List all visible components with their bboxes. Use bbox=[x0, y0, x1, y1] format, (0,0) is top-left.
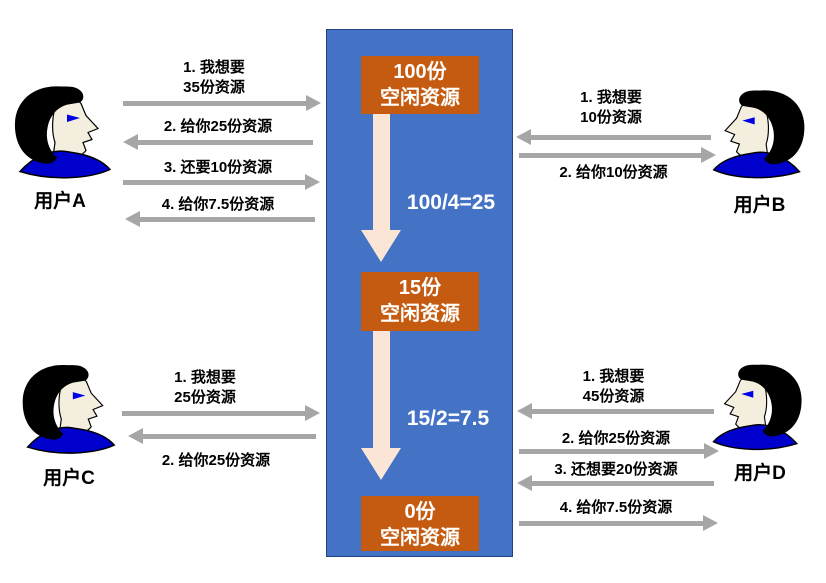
flow-down-arrow-2 bbox=[373, 331, 390, 448]
stage-amount: 100份 bbox=[393, 61, 447, 83]
msg-b1-label: 1. 我想要 10份资源 bbox=[580, 89, 642, 126]
allocation-formula-1: 100/4=25 bbox=[406, 191, 496, 214]
stage-caption: 空闲资源 bbox=[380, 87, 460, 109]
allocation-formula-2: 15/2=7.5 bbox=[406, 407, 490, 430]
msg-d3-arrow-to-center bbox=[517, 475, 714, 491]
stage-amount: 0份 bbox=[404, 501, 436, 523]
stage-caption: 空闲资源 bbox=[380, 303, 460, 325]
msg-a4-label: 4. 给你7.5份资源 bbox=[161, 196, 275, 213]
user-d-avatar bbox=[712, 363, 803, 451]
msg-d1-arrow-to-center bbox=[517, 403, 714, 419]
user-a-name: 用户A bbox=[34, 191, 86, 212]
msg-d4-arrow-to-user bbox=[519, 515, 718, 531]
msg-a4-arrow-to-user bbox=[125, 211, 315, 227]
stage-15-free-resources: 15份 空闲资源 bbox=[361, 272, 479, 331]
user-d-name: 用户D bbox=[734, 463, 786, 484]
msg-b1-arrow-to-center bbox=[516, 129, 711, 145]
user-b-name: 用户B bbox=[733, 195, 786, 216]
msg-d1-label: 1. 我想要 45份资源 bbox=[582, 368, 645, 405]
flow-down-arrowhead-1 bbox=[361, 230, 401, 262]
msg-d2-label: 2. 给你25份资源 bbox=[561, 430, 671, 447]
user-c-name: 用户C bbox=[43, 468, 95, 489]
user-b-avatar bbox=[712, 89, 806, 179]
msg-a3-label: 3. 还要10份资源 bbox=[163, 159, 273, 176]
msg-d4-label: 4. 给你7.5份资源 bbox=[559, 499, 673, 516]
flow-down-arrowhead-2 bbox=[361, 448, 401, 480]
msg-a2-label: 2. 给你25份资源 bbox=[163, 118, 273, 135]
flow-down-arrow-1 bbox=[373, 114, 390, 230]
msg-d3-label: 3. 还想要20份资源 bbox=[554, 461, 678, 478]
msg-a1-arrow-to-center bbox=[123, 95, 321, 111]
stage-100-free-resources: 100份 空闲资源 bbox=[361, 56, 479, 114]
msg-b2-arrow-to-user bbox=[519, 147, 716, 163]
msg-c2-label: 2. 给你25份资源 bbox=[161, 452, 271, 469]
user-a-avatar bbox=[14, 85, 111, 179]
msg-c2-arrow-to-user bbox=[128, 428, 316, 444]
msg-c1-arrow-to-center bbox=[122, 405, 320, 421]
user-c-avatar bbox=[21, 364, 116, 454]
msg-a3-arrow-to-center bbox=[123, 174, 320, 190]
stage-caption: 空闲资源 bbox=[380, 527, 460, 549]
msg-d2-arrow-to-user bbox=[519, 443, 719, 459]
msg-a2-arrow-to-user bbox=[123, 134, 313, 150]
stage-0-free-resources: 0份 空闲资源 bbox=[361, 496, 479, 551]
msg-a1-label: 1. 我想要 35份资源 bbox=[183, 59, 245, 96]
msg-b2-label: 2. 给你10份资源 bbox=[559, 164, 668, 181]
msg-c1-label: 1. 我想要 25份资源 bbox=[174, 369, 236, 406]
stage-amount: 15份 bbox=[398, 277, 442, 299]
